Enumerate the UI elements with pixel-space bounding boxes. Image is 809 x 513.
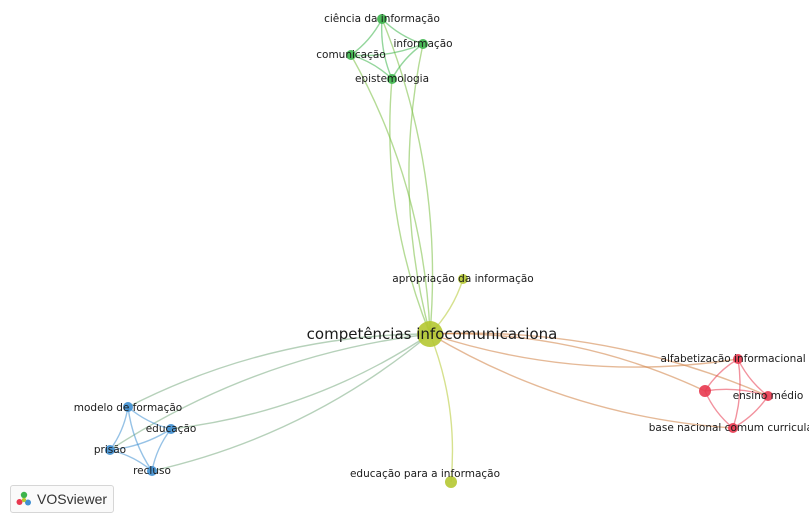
brand-label: VOSviewer [37, 491, 108, 507]
link-cic-alf [429, 333, 739, 368]
link-cic-bncc [429, 333, 734, 429]
node-label-inf[interactable]: informação [393, 38, 452, 50]
node-label-em[interactable]: ensino médio [733, 390, 804, 402]
link-cic-inf [408, 43, 431, 335]
nodes-layer [105, 14, 773, 488]
node-bncc[interactable] [728, 423, 738, 433]
node-rec[interactable] [147, 466, 157, 476]
node-label-rec[interactable]: recluso [133, 465, 171, 477]
node-epi[interactable] [387, 74, 397, 84]
node-com[interactable] [346, 50, 356, 60]
vosviewer-logo-icon [16, 491, 31, 506]
node-epi2[interactable] [445, 476, 457, 488]
node-inf[interactable] [418, 39, 428, 49]
link-cic-epi2 [429, 333, 454, 483]
node-label-cic[interactable]: competências infocomunicaciona [307, 325, 558, 343]
node-label-com[interactable]: comunicação [316, 49, 386, 61]
node-label-alf[interactable]: alfabetização informacional e [661, 353, 809, 365]
vosviewer-badge[interactable]: VOSviewer [10, 485, 115, 513]
node-label-mf[interactable]: modelo de formação [74, 402, 182, 414]
node-label-epi2[interactable]: educação para a informação [350, 468, 500, 480]
node-apr[interactable] [458, 274, 468, 284]
link-alf-bncc [732, 358, 741, 429]
link-cic-rec [151, 333, 431, 472]
node-label-bncc[interactable]: base nacional comum curricular [649, 422, 809, 434]
link-inf-com [350, 43, 424, 57]
node-em[interactable] [763, 391, 773, 401]
node-mf[interactable] [123, 402, 133, 412]
link-mf-rec [127, 406, 153, 472]
link-cic-ci [381, 18, 434, 335]
link-cic-mf [127, 333, 431, 408]
node-label-pri[interactable]: prisão [94, 444, 126, 456]
node-ci[interactable] [377, 14, 387, 24]
link-edu-pri [109, 428, 172, 451]
node-label-ci[interactable]: ciência da informação [324, 13, 440, 25]
node-edu[interactable] [166, 424, 176, 434]
node-label-epi[interactable]: epistemologia [355, 73, 429, 85]
node-label-edu[interactable]: educação [146, 423, 197, 435]
link-cic-edu [170, 333, 431, 430]
link-cic-epi [389, 78, 431, 335]
links-layer [109, 18, 769, 483]
link-cic-pri [109, 333, 431, 451]
node-pri[interactable] [105, 445, 115, 455]
link-ci-epi [380, 18, 393, 80]
node-red0[interactable] [699, 385, 711, 397]
labels-layer: ciência da informação informação comunicaç… [74, 13, 809, 480]
link-cic-red0 [429, 332, 706, 392]
link-cic-com [350, 54, 431, 335]
link-cic-em [429, 332, 769, 397]
node-label-apr[interactable]: apropriação da informação [392, 273, 533, 285]
node-cic[interactable] [417, 321, 443, 347]
node-alf[interactable] [733, 354, 743, 364]
